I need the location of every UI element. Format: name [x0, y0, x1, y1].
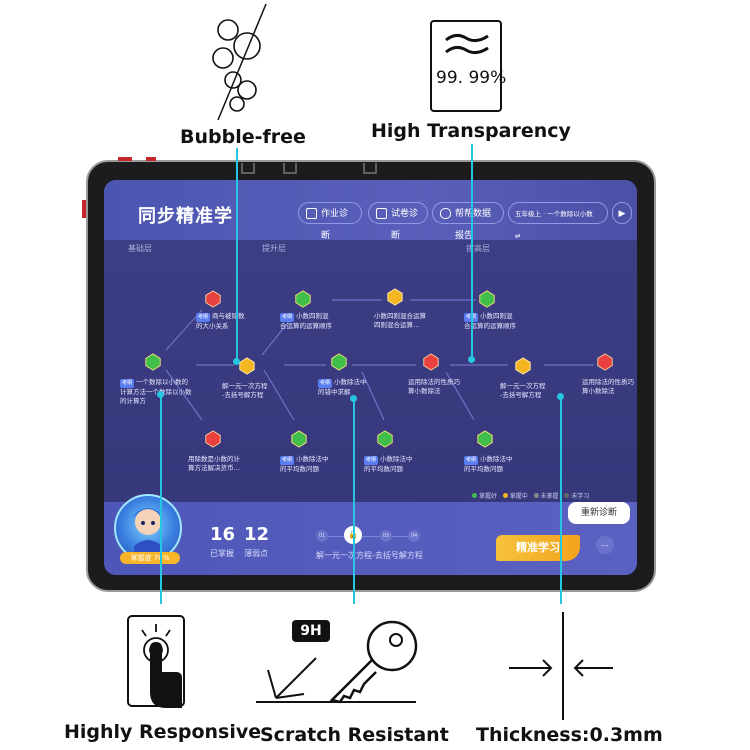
nav-label: 试卷诊断 — [391, 209, 419, 241]
callout-line-bubble — [236, 148, 238, 362]
node-green-2[interactable] — [294, 290, 312, 308]
step-4[interactable]: 04 — [408, 530, 420, 542]
wave-icon — [445, 33, 489, 55]
node-green-7[interactable] — [476, 430, 494, 448]
node-green-4[interactable] — [330, 353, 348, 371]
app-header: 同步精准学 作业诊断 试卷诊断 帮帮数据报告 五年级上 · 一个数除以小数 ⇄ … — [104, 180, 637, 241]
homework-icon — [306, 208, 317, 219]
node-label: 运用除法的性质巧 算小数除法 — [582, 378, 634, 395]
bubble-free-label: Bubble-free — [180, 126, 306, 148]
precise-learning-button[interactable]: 精准学习 — [496, 535, 580, 561]
avatar — [114, 494, 182, 562]
key-scratch-icon — [256, 620, 418, 704]
app-title: 同步精准学 — [138, 206, 233, 227]
mastered-label: 已掌握 — [210, 549, 234, 558]
current-point-label: 解一元一次方程-去括号解方程 — [316, 551, 423, 560]
node-label: 考纲小数除法中 的平均数问题 — [280, 455, 329, 473]
step-3[interactable]: 03 — [380, 530, 392, 542]
nav-exam-diagnosis[interactable]: 试卷诊断 — [368, 202, 428, 241]
node-green-1[interactable] — [144, 353, 162, 371]
section-advanced: 提升层 — [262, 244, 286, 253]
node-green-6[interactable] — [478, 290, 496, 308]
steps-track — [320, 536, 420, 537]
more-button[interactable]: … — [596, 536, 614, 554]
nav-data-report[interactable]: 帮帮数据报告 — [432, 202, 504, 241]
power-button — [146, 157, 156, 161]
step-1[interactable]: 01 — [316, 530, 328, 542]
thickness-icon — [509, 612, 613, 720]
transparency-value: 99. 99% — [436, 68, 507, 88]
grade-selector[interactable]: 五年级上 · 一个数除以小数 ⇄ — [508, 202, 608, 240]
thickness-label: Thickness:0.3mm — [476, 724, 663, 746]
protector-notches — [241, 163, 377, 174]
node-red-4[interactable] — [596, 353, 614, 371]
node-green-5[interactable] — [376, 430, 394, 448]
weak-count: 12 — [244, 524, 270, 545]
volume-button — [118, 157, 132, 161]
side-button — [82, 200, 86, 218]
node-red-3[interactable] — [422, 353, 440, 371]
legend-item: 未掌握 — [533, 493, 559, 500]
node-label: 考纲小数除法中 的平均数问题 — [364, 455, 413, 473]
nav-label: 作业诊断 — [321, 209, 349, 241]
tablet-screen: 同步精准学 作业诊断 试卷诊断 帮帮数据报告 五年级上 · 一个数除以小数 ⇄ … — [104, 180, 637, 575]
character-icon — [133, 508, 163, 560]
high-transparency-label: High Transparency — [371, 120, 571, 142]
bubbles-icon — [212, 3, 267, 121]
transparency-card-icon: 99. 99% — [430, 20, 506, 112]
node-label: 考纲小数除法中 的错中求解 — [318, 378, 367, 396]
node-yellow-1[interactable] — [238, 357, 256, 375]
callout-line-transparency — [471, 144, 473, 360]
weak-label: 薄弱点 — [244, 549, 268, 558]
callout-line-scratch — [353, 398, 355, 604]
callout-dot — [233, 358, 240, 365]
node-label: 解一元一次方程 -去括号解方程 — [222, 382, 268, 399]
node-label: 解一元一次方程 -去括号解方程 — [500, 382, 546, 399]
node-red-1[interactable] — [204, 290, 222, 308]
node-label: 考纲商与被除数 的大小关系 — [196, 312, 245, 330]
legend-item: 掌握中 — [502, 493, 528, 500]
node-yellow-3[interactable] — [514, 357, 532, 375]
path-arrows — [165, 299, 594, 421]
rediagnose-button[interactable]: 重新诊断 — [568, 502, 630, 524]
mastery-badge: 掌握度 70% — [120, 552, 180, 564]
legend-item: 掌握好 — [472, 493, 497, 500]
exam-icon — [376, 208, 387, 219]
hardness-badge: 9H — [292, 620, 330, 642]
node-red-2[interactable] — [204, 430, 222, 448]
play-button[interactable]: ▶ — [612, 202, 632, 224]
nav-label: 帮帮数据报告 — [455, 209, 492, 241]
legend-item: 未学习 — [564, 493, 589, 500]
section-basic: 基础层 — [128, 244, 152, 253]
report-icon — [440, 208, 451, 219]
node-label: 考纲小数除法中 的平均数问题 — [464, 455, 513, 473]
node-label: 小数四则混合运算 四则混合运算… — [374, 312, 426, 329]
mastered-count: 16 — [210, 524, 236, 545]
callout-dot — [468, 356, 475, 363]
callout-line-thickness — [560, 396, 562, 604]
nav-homework-diagnosis[interactable]: 作业诊断 — [298, 202, 362, 241]
node-yellow-2[interactable] — [386, 288, 404, 306]
grade-label: 五年级上 · 一个数除以小数 — [515, 210, 593, 218]
legend: 掌握好 掌握中 未掌握 未学习 — [472, 491, 589, 500]
scratch-resistant-label: Scratch Resistant — [260, 724, 449, 746]
node-label: 运用除法的性质巧 算小数除法 — [408, 378, 460, 395]
node-label: 用除数是小数的计 算方法解决货币… — [188, 455, 240, 472]
node-label: 考纲一个数除以小数的 计算方法一个数除以小数 的计算方 — [120, 378, 192, 405]
node-green-3[interactable] — [290, 430, 308, 448]
callout-line-responsive — [160, 394, 162, 604]
highly-responsive-label: Highly Responsive — [64, 721, 262, 743]
section-expert: 拔高层 — [466, 244, 490, 253]
node-label: 考纲小数四则混 合运算的运算顺序 — [280, 312, 332, 330]
touch-icon — [127, 615, 185, 708]
